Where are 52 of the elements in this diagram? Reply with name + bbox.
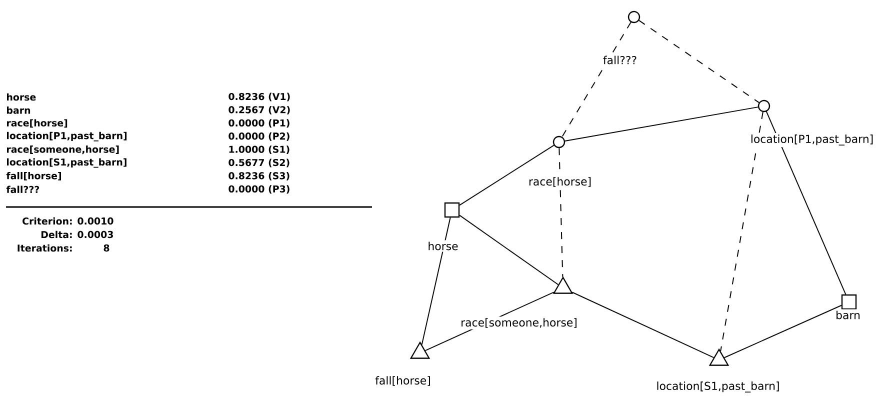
node-symbol xyxy=(758,100,770,112)
stat-name: Delta: xyxy=(41,230,72,238)
connector-line xyxy=(421,217,451,346)
node-symbol xyxy=(444,202,460,218)
node-label: location[P1,past_barn] xyxy=(751,134,873,146)
node-label: barn xyxy=(836,310,860,320)
node-label: fall??? xyxy=(601,54,639,66)
node-label: location[S1,past_barn] xyxy=(654,380,782,394)
variable-name: fall??? xyxy=(6,186,40,194)
variable-value: 0.0000 (P2) xyxy=(228,132,290,141)
variable-value: 0.8236 (S3) xyxy=(228,172,290,180)
variable-value: 0.0000 (P3) xyxy=(228,185,290,194)
node-label: race[horse] xyxy=(529,177,591,187)
node-label: fall[horse] xyxy=(374,374,432,388)
node-label: horse xyxy=(426,240,460,252)
variable-value: 0.0000 (P1) xyxy=(228,119,290,128)
variable-name: location[P1,past_barn] xyxy=(7,132,127,142)
connector-line xyxy=(562,22,632,138)
stat-value: 0.0003 xyxy=(78,230,113,238)
node-label: horse xyxy=(428,242,458,250)
connector-line xyxy=(558,148,564,278)
connector-line xyxy=(720,112,764,352)
stat-value: 8 xyxy=(104,244,110,252)
node-symbol xyxy=(628,10,640,24)
variable-name: race[horse] xyxy=(7,119,68,128)
node-label: race[someone,horse] xyxy=(462,318,576,328)
node-symbol xyxy=(841,294,857,310)
stat-value: 0.0010 xyxy=(78,217,114,225)
connector-line xyxy=(724,304,842,358)
connector-line xyxy=(459,214,559,286)
node-label: race[horse] xyxy=(526,176,594,188)
variable-name: fall[horse] xyxy=(6,172,61,180)
variable-value: 0.5677 (S2) xyxy=(228,158,290,168)
node-label: race[someone,horse] xyxy=(459,316,579,330)
stat-name: Criterion: xyxy=(22,217,72,225)
node-label: barn xyxy=(834,309,862,321)
connector-line xyxy=(638,20,760,104)
node-label: fall??? xyxy=(603,56,636,64)
connector-line xyxy=(459,144,554,206)
variable-name: horse xyxy=(7,93,36,101)
stat-name: Iterations: xyxy=(18,244,72,252)
variable-name: location[S1,past_barn] xyxy=(7,158,126,168)
connector-line xyxy=(564,106,758,142)
variable-value: 0.8236 (V1) xyxy=(228,92,290,102)
node-symbol xyxy=(552,136,566,148)
node-label: location[P1,past_barn] xyxy=(748,133,876,147)
variable-value: 0.2567 (V2) xyxy=(228,106,290,114)
connector-line xyxy=(766,111,846,295)
variable-name: race[someone,horse] xyxy=(7,146,119,154)
connector-line xyxy=(572,292,714,358)
variable-name: barn xyxy=(7,106,30,114)
variable-value: 1.0000 (S1) xyxy=(229,146,290,154)
